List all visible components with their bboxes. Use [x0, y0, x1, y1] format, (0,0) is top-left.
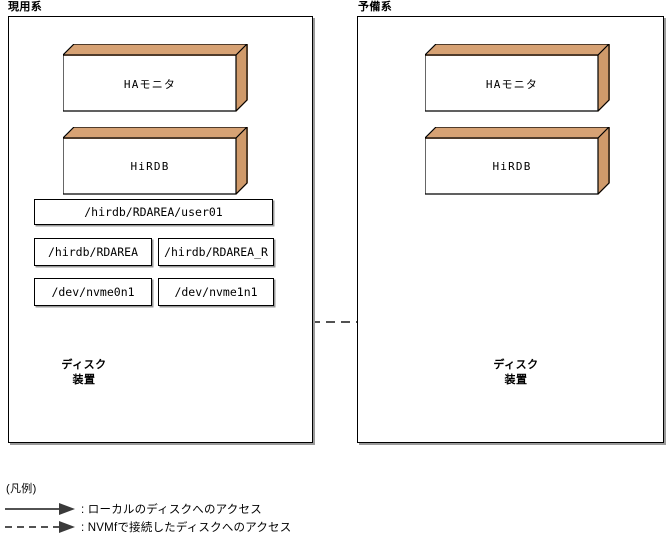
box-device-remote: /dev/nvme1n1 — [158, 278, 274, 306]
component-label: HAモニタ — [485, 77, 539, 91]
legend-dashed-arrow-icon — [5, 521, 75, 533]
legend-title: (凡例) — [6, 483, 37, 495]
box-mount-remote: /hirdb/RDAREA_R — [158, 238, 274, 266]
component-label: HiRDB — [492, 160, 532, 173]
box-label: /hirdb/RDAREA_R — [164, 245, 268, 259]
storage-label-active: ディスク 装置 — [57, 340, 111, 406]
legend-label-local: : ローカルのディスクへのアクセス — [81, 504, 262, 516]
box-side-face — [236, 44, 248, 112]
box-label: /dev/nvme0n1 — [51, 285, 135, 299]
component-hirdb-active: HiRDB — [63, 127, 248, 195]
storage-label-line1: ディスク — [493, 359, 539, 371]
storage-label-standby: ディスク 装置 — [489, 340, 543, 406]
storage-label-line2: 装置 — [504, 374, 528, 386]
component-label: HiRDB — [130, 160, 170, 173]
legend-solid-arrow-icon — [5, 503, 75, 515]
legend-item-nvmf: : NVMfで接続したディスクへのアクセス — [5, 518, 291, 536]
box-label: /hirdb/RDAREA/user01 — [84, 205, 223, 219]
box-label: /hirdb/RDAREA — [47, 245, 138, 259]
legend-label-nvmf: : NVMfで接続したディスクへのアクセス — [81, 522, 292, 534]
panel-title-active: 現用系 — [8, 1, 43, 13]
storage-label-line1: ディスク — [61, 359, 107, 371]
panel-title-standby: 予備系 — [358, 1, 393, 13]
component-label: HAモニタ — [123, 77, 177, 91]
legend-item-local: : ローカルのディスクへのアクセス — [5, 500, 262, 518]
box-rdarea-path: /hirdb/RDAREA/user01 — [34, 199, 273, 225]
box-device-local: /dev/nvme0n1 — [34, 278, 152, 306]
component-hirdb-standby: HiRDB — [425, 127, 610, 195]
box-label: /dev/nvme1n1 — [174, 285, 258, 299]
component-ha-monitor-active: HAモニタ — [63, 44, 248, 112]
box-mount-local: /hirdb/RDAREA — [34, 238, 152, 266]
storage-label-line2: 装置 — [72, 374, 96, 386]
box-side-face — [236, 127, 248, 195]
component-ha-monitor-standby: HAモニタ — [425, 44, 610, 112]
